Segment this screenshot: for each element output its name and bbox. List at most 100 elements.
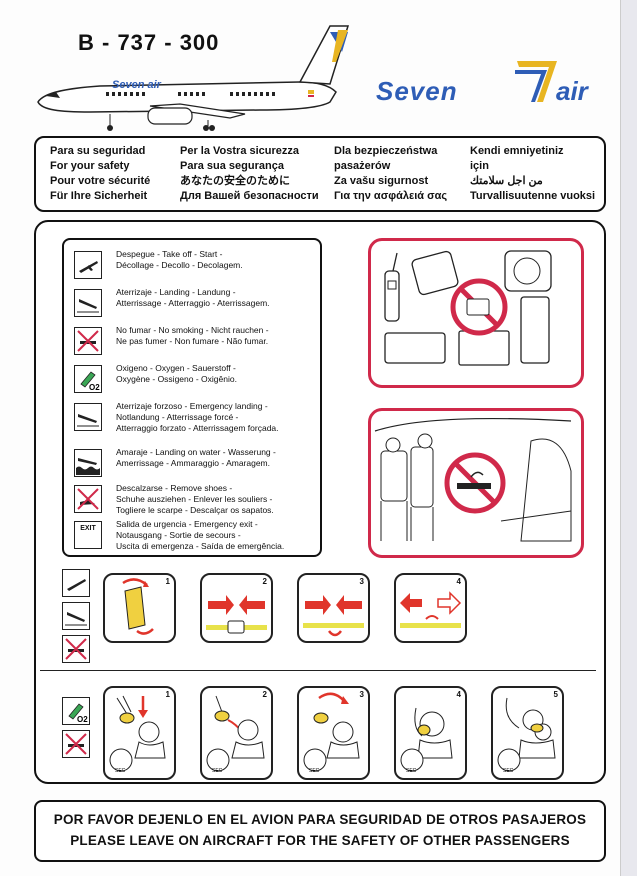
no-smoking-cabin-illustration [368, 408, 584, 558]
header-column-3: Dla bezpieczeństwa pasażerów Za vašu sig… [334, 144, 447, 204]
header-text: Pour votre sécurité [50, 175, 151, 187]
header-text: من اجل سلامتك [470, 175, 543, 187]
legend-text: Schuhe ausziehen - Enlever les souliers … [116, 494, 273, 504]
header-text: Za vašu sigurnost [334, 175, 429, 187]
legend-text: Notlandung - Atterrissage forcé - [116, 412, 239, 422]
legend-text: Oxygène - Ossigeno - Oxigênio. [116, 374, 237, 384]
step-number: 1 [165, 577, 170, 586]
legend-row-exit: EXIT Salida de urgencia - Emergency exit… [70, 518, 314, 554]
legend-text: Amaraje - Landing on water - Wasserung - [116, 447, 276, 457]
legend-row-oxygen: O2 Oxigeno - Oxygen - Sauerstoff -Oxygèn… [70, 362, 314, 396]
header-text: için [470, 160, 489, 172]
oxygen-icon: O2 [74, 365, 102, 393]
notice-line-english: PLEASE LEAVE ON AIRCRAFT FOR THE SAFETY … [70, 833, 570, 848]
legend-text: Notausgang - Sortie de secours - [116, 530, 241, 540]
legend-row-remove-shoes: Descalzarse - Remove shoes -Schuhe auszi… [70, 482, 314, 522]
gauge-label: SEC [503, 768, 514, 774]
step-number: 3 [359, 690, 364, 699]
header-text: Für Ihre Sicherheit [50, 190, 148, 202]
seatbelt-step-3: 3 [297, 573, 370, 643]
brand-logo: Seven air [376, 58, 616, 118]
header-text: あなたの安全のために [180, 175, 290, 187]
brand-word-seven: Seven [376, 76, 458, 106]
legend-text: Atterrissage - Atterraggio - Aterrissage… [116, 298, 270, 308]
gauge-label: SEC [406, 768, 417, 774]
gauge-label: SEC [212, 768, 223, 774]
oxygen-step-2: 2 SEC [200, 686, 273, 780]
legend-text: Uscita di emergenza - Saída de emergênci… [116, 541, 285, 551]
header-column-4: Kendi emniyetiniz için من اجل سلامتك Tur… [470, 144, 595, 204]
page-edge [620, 0, 637, 876]
oxygen-icon: O2 [62, 697, 90, 725]
legend-row-no-smoking: No fumar - No smoking - Nicht rauchen -N… [70, 324, 314, 358]
step-number: 4 [456, 577, 461, 586]
no-smoking-icon [62, 730, 90, 758]
step-number: 2 [262, 577, 267, 586]
takeoff-icon [74, 251, 102, 279]
oxygen-icon-label: O2 [89, 383, 100, 392]
seatbelt-step-4: 4 [394, 573, 467, 643]
no-electronics-illustration [368, 238, 584, 388]
header-column-2: Per la Vostra sicurezza Para sua seguran… [180, 144, 319, 204]
step-number: 3 [359, 577, 364, 586]
section-divider [40, 670, 596, 671]
oxygen-step-4: 4 SEC [394, 686, 467, 780]
step-number: 5 [553, 690, 558, 699]
legend-text: Aterrizaje forzoso - Emergency landing - [116, 401, 268, 411]
legend-text: Descalzarse - Remove shoes - [116, 483, 233, 493]
exit-icon: EXIT [74, 521, 102, 549]
legend-row-water-landing: Amaraje - Landing on water - Wasserung -… [70, 446, 314, 480]
seatbelt-step-2: 2 [200, 573, 273, 643]
legend-text: Oxigeno - Oxygen - Sauerstoff - [116, 363, 236, 373]
legend-row-takeoff: Despegue - Take off - Start -Décollage -… [70, 248, 314, 282]
landing-icon [62, 602, 90, 630]
legend-text: Ne pas fumer - Non fumare - Não fumar. [116, 336, 269, 346]
header-text: Για την ασφάλειά σας [334, 190, 448, 202]
no-smoking-icon [62, 635, 90, 663]
no-smoking-icon [74, 327, 102, 355]
takeoff-icon [62, 569, 90, 597]
oxygen-step-1: 1 SEC [103, 686, 176, 780]
remove-shoes-icon [74, 485, 102, 513]
oxygen-icon-label: O2 [77, 715, 88, 724]
legend-text: Amerrissage - Ammaraggio - Amaragem. [116, 458, 270, 468]
header-text: Dla bezpieczeństwa [334, 145, 438, 157]
header-text: Turvallisuutenne vuoksi [470, 190, 596, 202]
header-text: Per la Vostra sicurezza [180, 145, 300, 157]
safety-header-box: Para su seguridad For your safety Pour v… [34, 136, 606, 212]
legend-text: Salida de urgencia - Emergency exit - [116, 519, 258, 529]
livery-text: Seven air [112, 79, 162, 91]
oxygen-step-3: 3 SEC [297, 686, 370, 780]
header-text: Para sua segurança [180, 160, 284, 172]
gauge-label: SEC [115, 768, 126, 774]
water-landing-icon [74, 449, 102, 477]
legend-text: No fumar - No smoking - Nicht rauchen - [116, 325, 269, 335]
brand-word-air: air [556, 76, 588, 106]
legend-text: Togliere le scarpe - Descalçar os sapato… [116, 505, 274, 515]
aircraft-model-title: B - 737 - 300 [78, 30, 220, 55]
header-text: Kendi emniyetiniz [470, 145, 564, 157]
notice-line-spanish: POR FAVOR DEJENLO EN EL AVION PARA SEGUR… [53, 812, 587, 827]
step-number: 1 [165, 690, 170, 699]
header-text: For your safety [50, 160, 130, 172]
legend-row-landing: Aterrizaje - Landing - Landung -Atterris… [70, 286, 314, 320]
legend-text: Despegue - Take off - Start - [116, 249, 223, 259]
seven-logo-icon [515, 61, 557, 102]
leave-on-aircraft-notice: POR FAVOR DEJENLO EN EL AVION PARA SEGUR… [34, 800, 606, 862]
oxygen-step-5: 5 SEC [491, 686, 564, 780]
seatbelt-step-1: 1 [103, 573, 176, 643]
aircraft-illustration: Seven air [37, 25, 350, 131]
legend-text: Décollage - Decollo - Decolagem. [116, 260, 243, 270]
legend-row-emergency-landing: Aterrizaje forzoso - Emergency landing -… [70, 400, 314, 444]
gauge-label: SEC [309, 768, 320, 774]
header-text: Для Вашей безопасности [180, 190, 319, 202]
header-text: pasażerów [334, 160, 391, 172]
step-number: 4 [456, 690, 461, 699]
header-text: Para su seguridad [50, 145, 146, 157]
step-number: 2 [262, 690, 267, 699]
header-column-1: Para su seguridad For your safety Pour v… [50, 144, 150, 204]
legend-text: Atterraggio forzato - Atterrissagem forç… [116, 423, 279, 433]
symbol-legend: Despegue - Take off - Start -Décollage -… [62, 238, 322, 557]
exit-icon-label: EXIT [80, 525, 96, 532]
emergency-landing-icon [74, 403, 102, 431]
